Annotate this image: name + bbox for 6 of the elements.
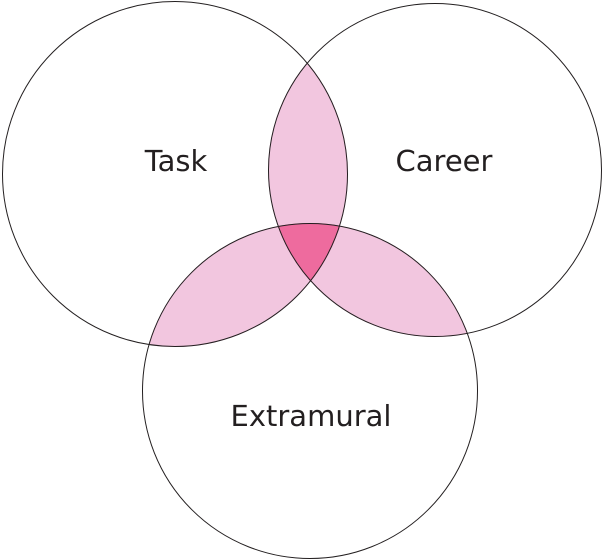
venn-circle <box>268 3 602 337</box>
venn-circle <box>142 223 478 559</box>
venn-circle <box>2 1 348 347</box>
circle-label: Career <box>396 144 492 178</box>
circle-label: Extramural <box>230 399 392 433</box>
circle-label: Task <box>144 144 208 178</box>
